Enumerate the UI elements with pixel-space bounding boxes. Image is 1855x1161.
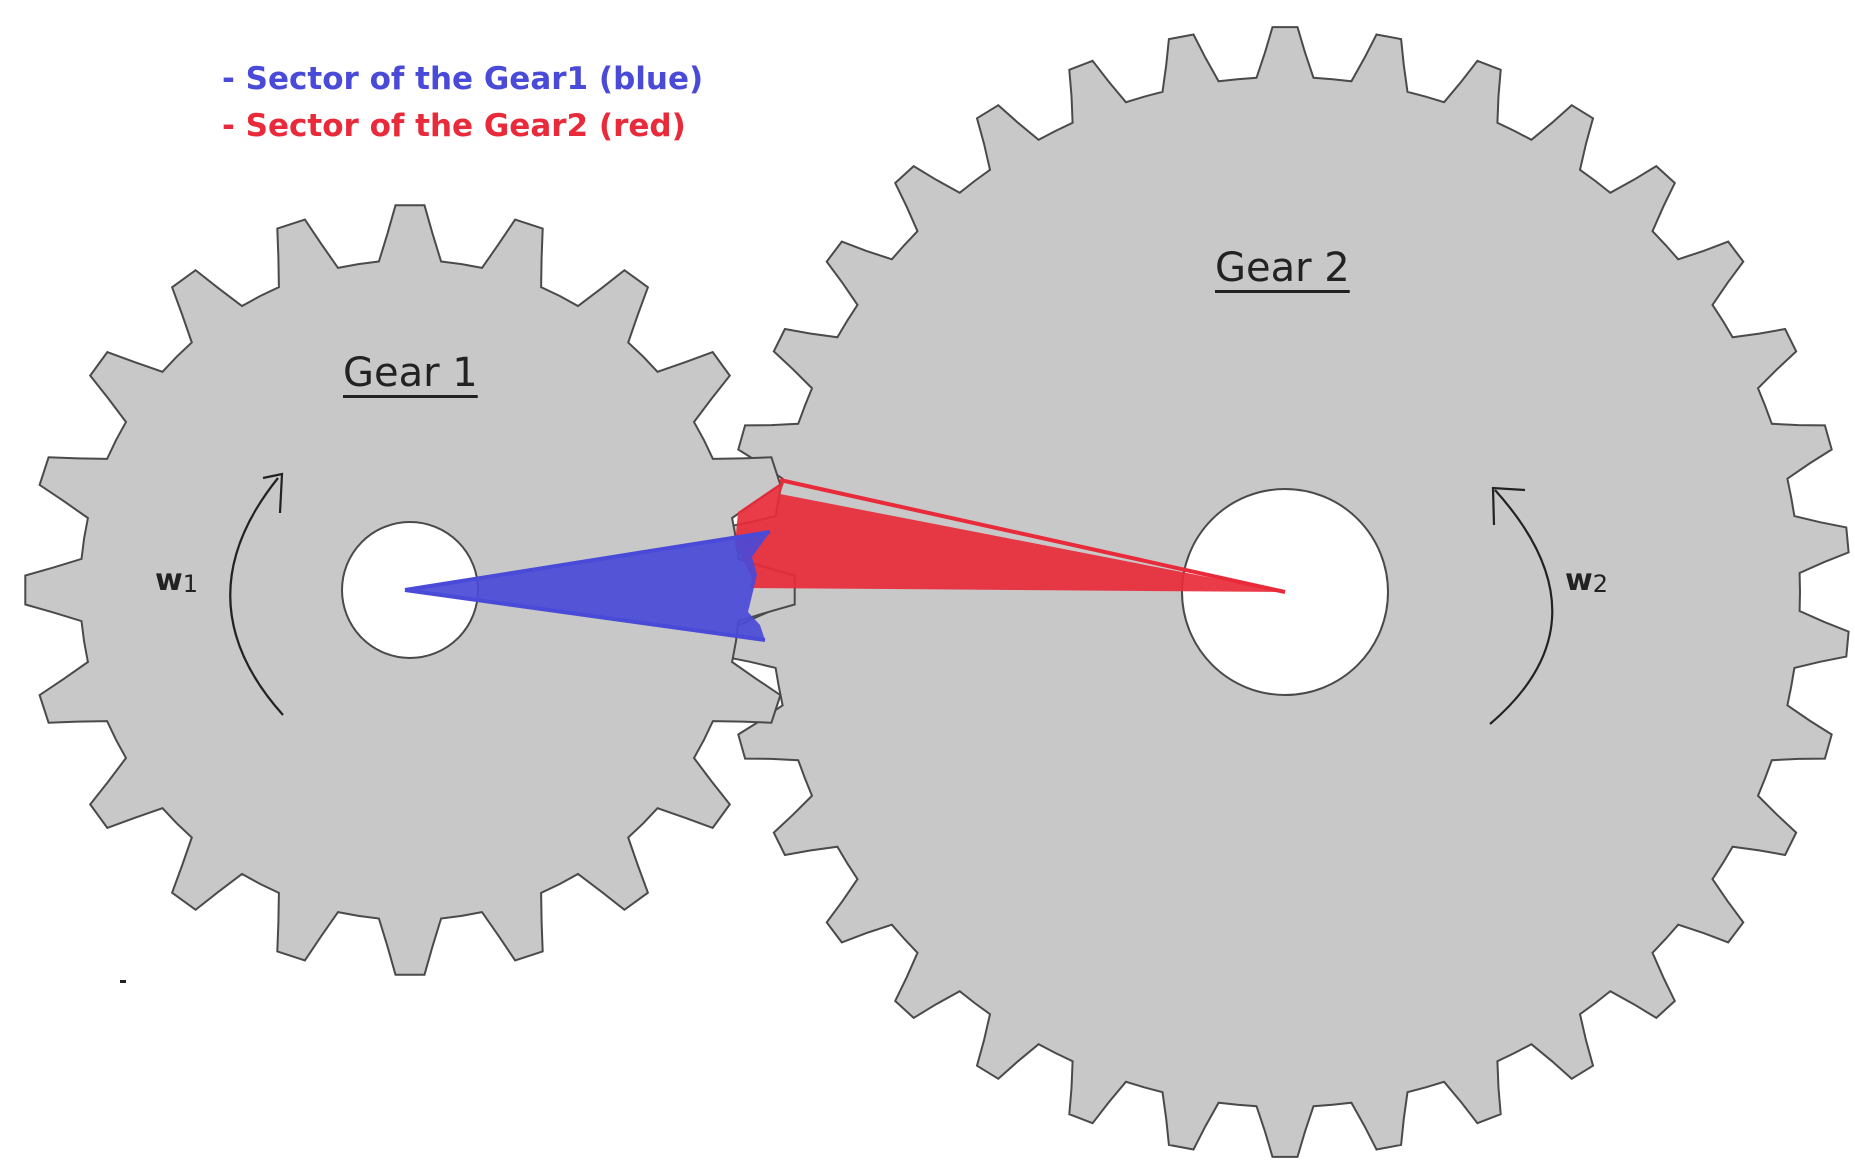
counterclockwise-arrow-icon: [229, 477, 284, 716]
gear-1-sector-edge: [404, 530, 771, 592]
gear-1-body: [24, 204, 796, 976]
gear-2-sector: [735, 480, 1285, 592]
arrow-head-icon: [1491, 486, 1526, 526]
counterclockwise-arrow-icon: [1489, 489, 1554, 725]
legend-item-gear2-sector: - Sector of the Gear2 (red): [222, 108, 686, 144]
gear-1-angular-velocity: w1: [155, 563, 198, 598]
gear-2-angular-velocity: w2: [1565, 563, 1608, 598]
gear-2-sector-edge: [779, 478, 1286, 594]
stray-dot: [120, 980, 126, 983]
omega-symbol: w: [155, 563, 183, 598]
gear-1-sector: [405, 532, 770, 640]
gear-1-sector-edge: [404, 588, 766, 642]
legend-item-gear1-sector: - Sector of the Gear1 (blue): [222, 61, 704, 97]
omega-symbol: w: [1565, 563, 1593, 598]
omega-subscript: 2: [1592, 570, 1608, 598]
omega-subscript: 1: [182, 570, 198, 598]
legend: - Sector of the Gear1 (blue) - Sector of…: [222, 56, 703, 150]
gear-1-label: Gear 1: [343, 350, 478, 396]
arrow-head-icon: [262, 472, 284, 514]
gear-2-label: Gear 2: [1215, 245, 1350, 291]
